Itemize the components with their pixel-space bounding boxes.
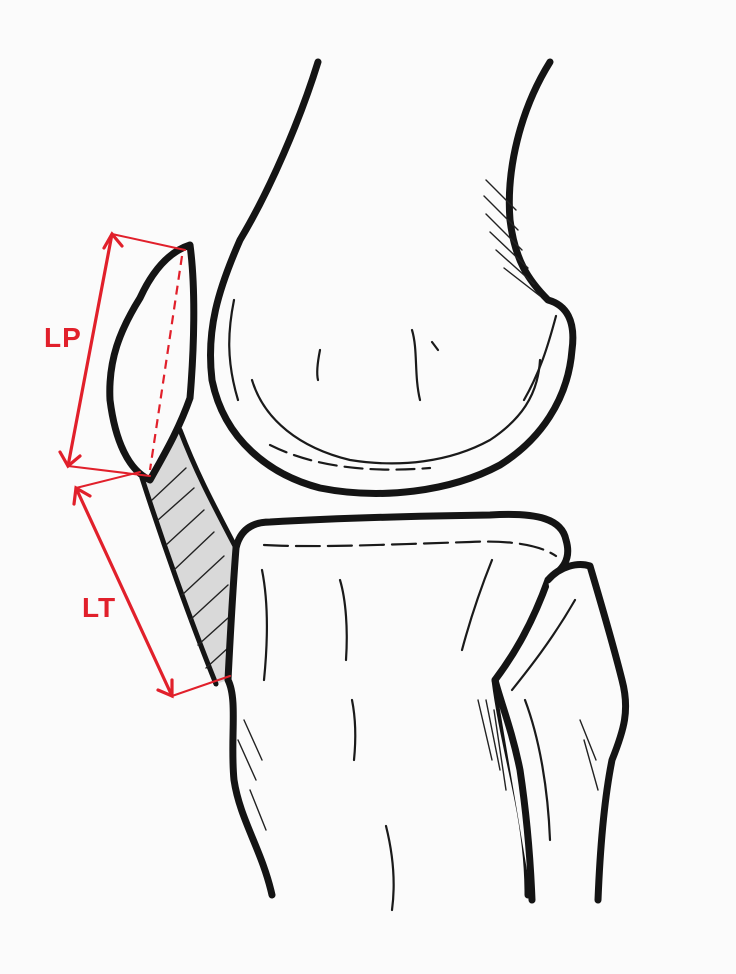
femur — [210, 62, 572, 493]
lt-label: LT — [82, 592, 116, 624]
tibia — [228, 514, 568, 910]
lp-label: LP — [44, 322, 82, 354]
